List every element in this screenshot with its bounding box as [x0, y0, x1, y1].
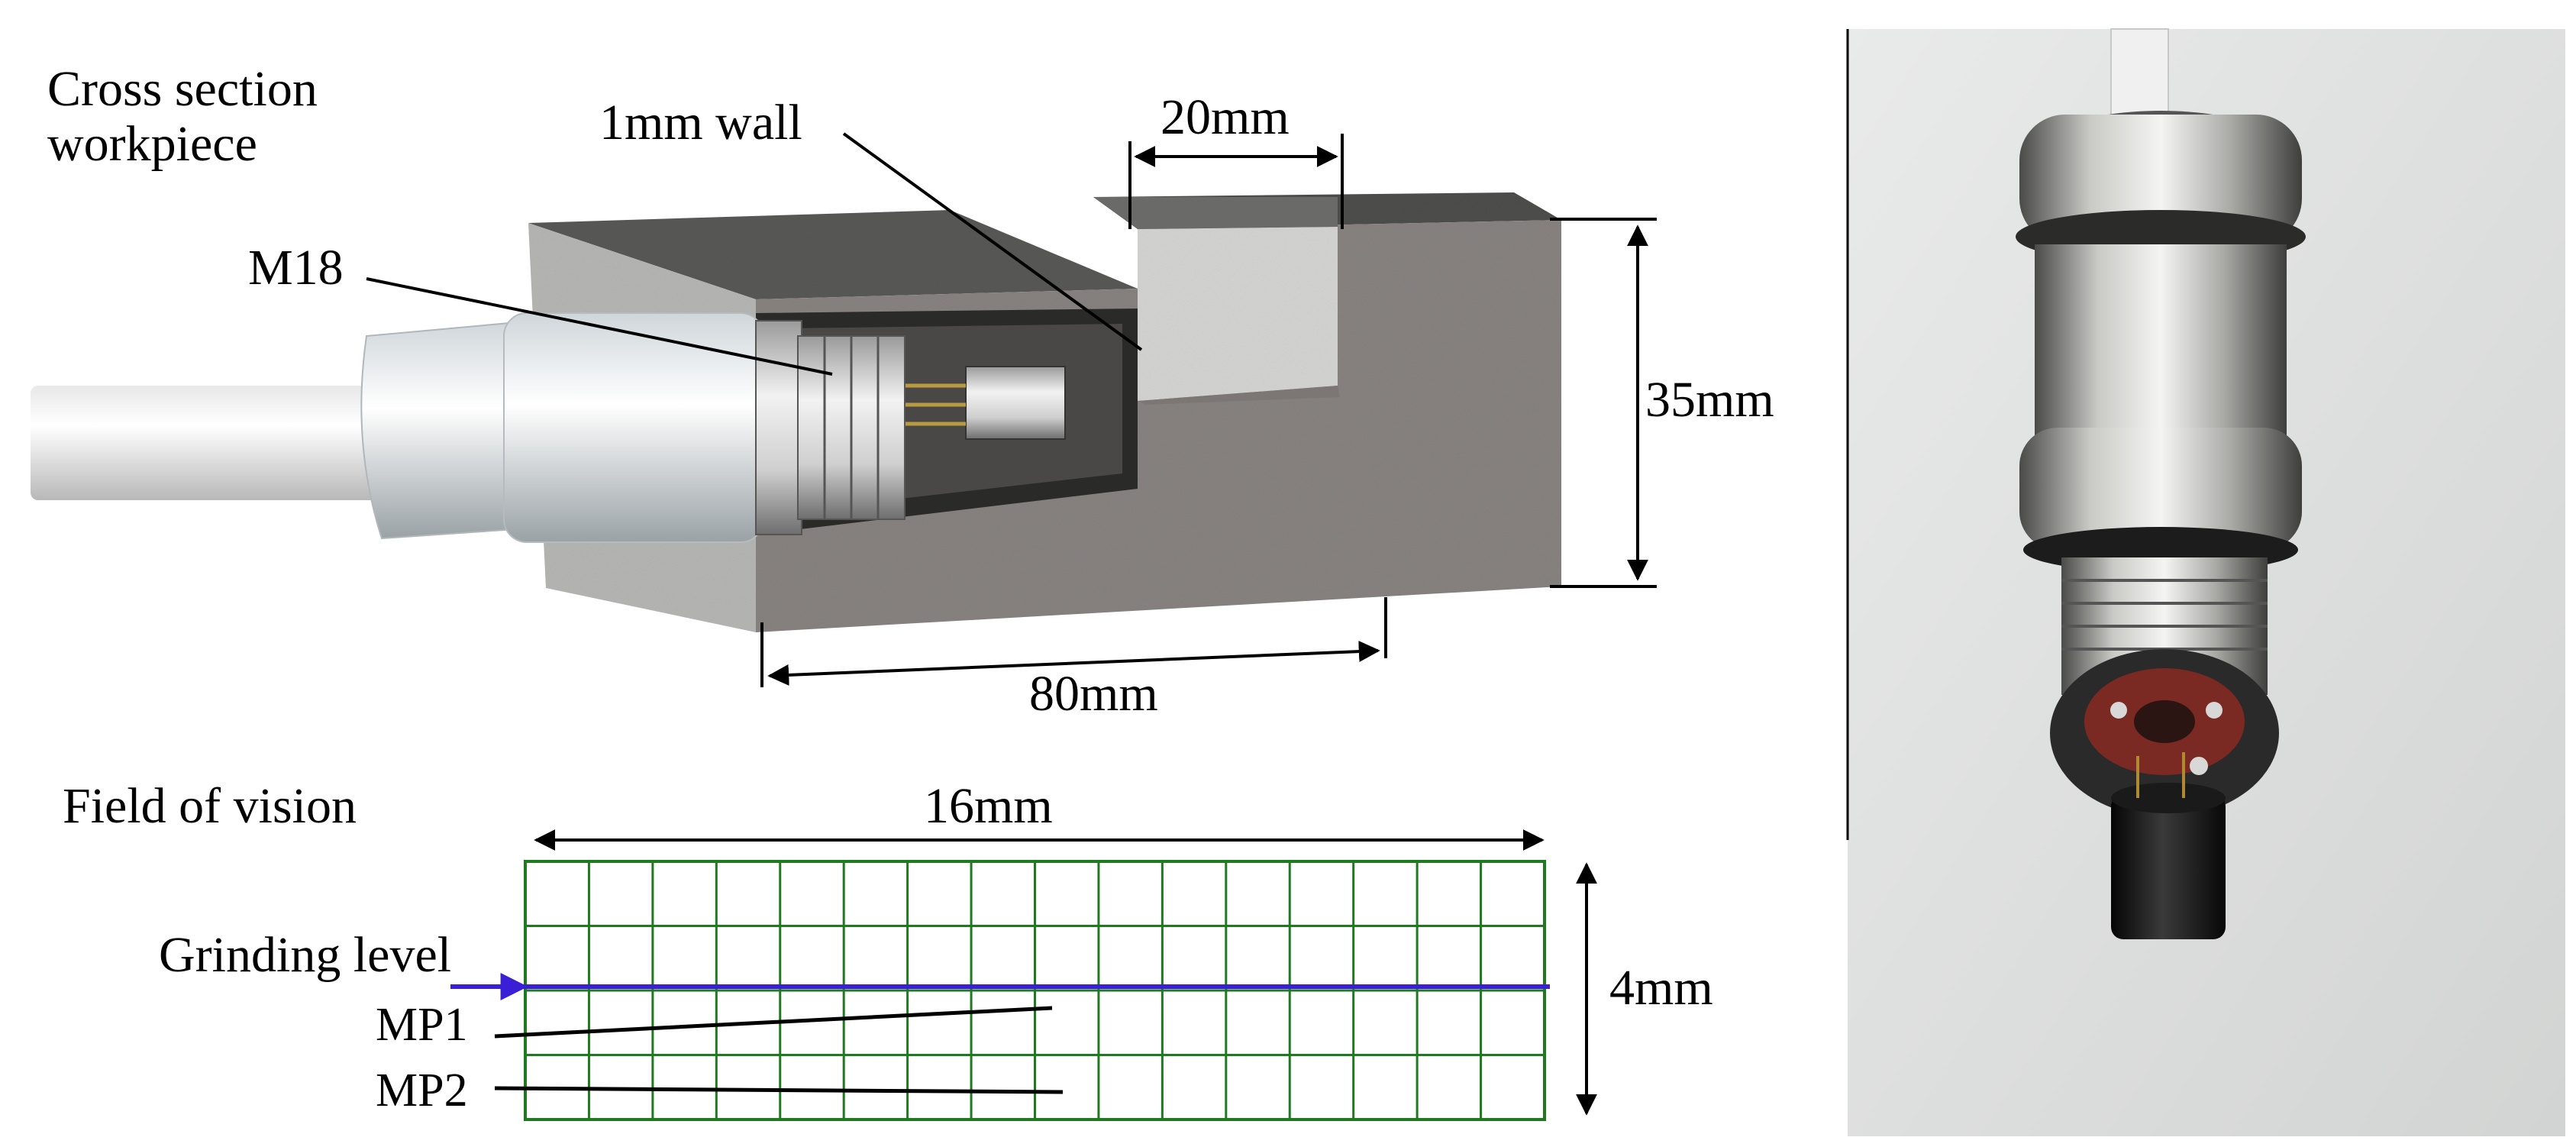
- field-of-vision-title: Field of vision: [63, 778, 357, 834]
- fov-height-label: 4mm: [1609, 960, 1713, 1016]
- label-length: 80mm: [1029, 666, 1158, 722]
- title-cross-section: Cross section: [47, 61, 318, 117]
- workpiece-top-left: [528, 210, 1138, 299]
- mp2-label: MP2: [376, 1065, 468, 1116]
- fov-width-label: 16mm: [924, 778, 1053, 834]
- title-workpiece: workpiece: [47, 116, 257, 172]
- workpiece-slot-wall: [1138, 227, 1338, 401]
- mp1-leader: [494, 1006, 1053, 1039]
- mp1-label: MP1: [376, 999, 468, 1051]
- sensor-connector-photo: [1846, 28, 2565, 1136]
- workpiece-slot-top: [1093, 197, 1338, 229]
- sensor-tip: [965, 366, 1066, 440]
- connector-plug: [360, 319, 551, 540]
- fov-grid: [524, 860, 1546, 1121]
- cable: [31, 386, 389, 500]
- label-slot-width: 20mm: [1160, 89, 1290, 145]
- workpiece-slot-floor: [1138, 386, 1340, 405]
- grinding-level-label: Grinding level: [159, 927, 451, 983]
- label-thread: M18: [248, 240, 344, 296]
- label-wall: 1mm wall: [599, 95, 802, 150]
- dimension-lines: [366, 132, 1657, 687]
- label-height: 35mm: [1645, 372, 1774, 428]
- mp2-leader: [494, 1086, 1064, 1094]
- workpiece-drawing: [31, 192, 1561, 632]
